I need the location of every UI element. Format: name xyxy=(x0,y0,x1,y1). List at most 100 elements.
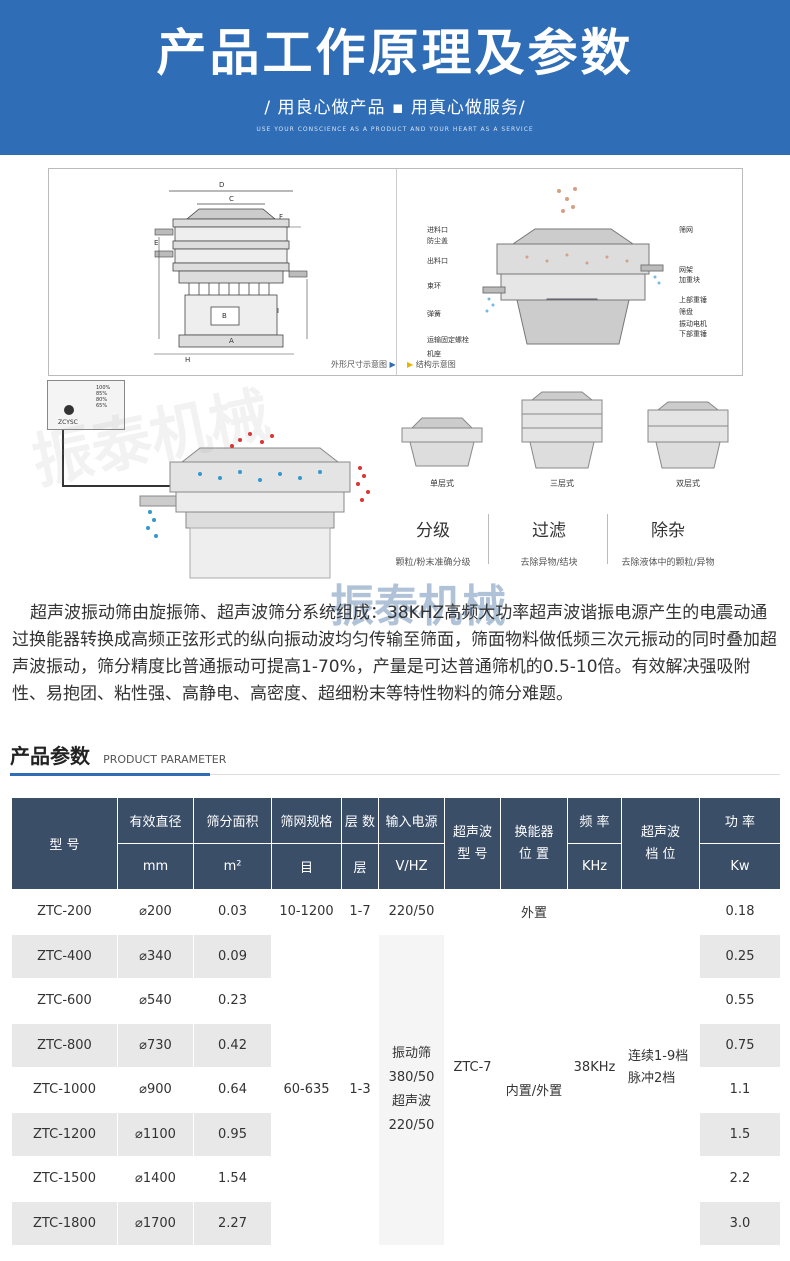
col-gear: 超声波 档 位 xyxy=(621,797,700,890)
label-clamp-ring: 束环 xyxy=(427,282,441,290)
top-banner: 产品工作原理及参数 / 用良心做产品 ▪ 用真心做服务/ USE YOUR CO… xyxy=(0,0,790,155)
cell-diameter: ⌀1700 xyxy=(117,1200,194,1246)
cell-area: 0.23 xyxy=(193,978,272,1024)
cell-power: 2.2 xyxy=(699,1156,781,1202)
cell-model: ZTC-1500 xyxy=(11,1156,118,1202)
cell-area: 0.95 xyxy=(193,1111,272,1157)
cell-gear: 连续1-9档 脉冲2档 xyxy=(621,889,700,1246)
label-dust-cover: 防尘盖 xyxy=(427,237,448,245)
cell-diameter: ⌀200 xyxy=(117,889,194,935)
cell-model: ZTC-800 xyxy=(11,1022,118,1068)
function-impurity: 除杂 去除液体中的颗粒/异物 xyxy=(608,516,728,568)
cell-us-model: ZTC-7 xyxy=(444,889,501,1246)
cell-mesh: 10-1200 xyxy=(271,889,342,935)
divider-1 xyxy=(488,514,489,564)
triple-layer-sieve-image xyxy=(521,391,603,469)
control-box: ZCYSC 100% 85% 80% 65% xyxy=(47,380,125,430)
cell-area: 1.54 xyxy=(193,1156,272,1202)
single-layer-sieve-image xyxy=(401,417,483,467)
dim-a: A xyxy=(229,337,234,345)
col-mesh: 筛网规格 xyxy=(271,797,342,844)
table-row: ZTC-1500 ⌀1400 1.54 2.2 xyxy=(11,1156,781,1202)
cell-transducer: 外置 xyxy=(500,889,568,935)
col-diameter: 有效直径 xyxy=(117,797,194,844)
cell-power: 0.55 xyxy=(699,978,781,1024)
col-power: 功 率 xyxy=(699,797,781,844)
cell-power: 3.0 xyxy=(699,1200,781,1246)
function-filter: 过滤 去除异物/结块 xyxy=(494,516,604,568)
cell-mesh-merged: 60-635 xyxy=(271,933,342,1246)
parameter-subtitle: PRODUCT PARAMETER xyxy=(103,753,227,766)
table-header-row: 型 号 有效直径 筛分面积 筛网规格 层 数 输入电源 超声波 型 号 换能器 … xyxy=(11,797,781,890)
table-row: ZTC-600 ⌀540 0.23 0.55 xyxy=(11,978,781,1024)
label-sieve-tray: 筛盘 xyxy=(679,308,693,316)
indicator-85: 85% xyxy=(96,391,108,397)
cell-area: 0.64 xyxy=(193,1067,272,1113)
col-transducer: 换能器 位 置 xyxy=(500,797,568,890)
variant-double: 双层式 xyxy=(638,394,738,488)
unit-power: Kw xyxy=(699,843,781,890)
table-row: ZTC-1800 ⌀1700 2.27 3.0 xyxy=(11,1200,781,1246)
cell-layers-merged: 1-3 xyxy=(341,933,379,1246)
parameter-section-header: 产品参数 PRODUCT PARAMETER xyxy=(10,740,780,776)
function-grading-title: 分级 xyxy=(416,521,450,541)
dim-d: D xyxy=(219,181,225,189)
power-in-vib-value: 380/50 xyxy=(388,1069,435,1085)
cell-power: 0.25 xyxy=(699,933,781,979)
sieve-outline-drawing xyxy=(154,190,308,355)
variant-triple: 三层式 xyxy=(512,386,612,488)
cell-area: 0.09 xyxy=(193,933,272,979)
dim-c: C xyxy=(229,195,234,203)
cell-power: 1.5 xyxy=(699,1111,781,1157)
cell-diameter: ⌀900 xyxy=(117,1067,194,1113)
unit-power-in: V/HZ xyxy=(378,843,445,890)
power-in-us-label: 超声波 xyxy=(391,1093,431,1109)
cell-diameter: ⌀1400 xyxy=(117,1156,194,1202)
label-screen: 筛网 xyxy=(679,226,693,234)
table-row: ZTC-1200 ⌀1100 0.95 1.5 xyxy=(11,1111,781,1157)
label-base: 机座 xyxy=(427,350,441,358)
cell-diameter: ⌀340 xyxy=(117,933,194,979)
cell-layers: 1-7 xyxy=(341,889,379,935)
unit-freq: KHz xyxy=(567,843,622,890)
double-layer-sieve-image xyxy=(647,401,729,469)
product-description: 超声波振动筛由旋振筛、超声波筛分系统组成：38KHZ高频大功率超声波谐振电源产生… xyxy=(12,603,777,704)
indicator-65: 65% xyxy=(96,403,108,409)
header-divider xyxy=(10,774,780,775)
table-unit-row: mm m² 目 层 V/HZ KHz Kw xyxy=(12,843,781,890)
indicator-100: 100% xyxy=(96,385,111,391)
structure-caption: ▶ 结构示意图 xyxy=(407,360,456,369)
variant-triple-label: 三层式 xyxy=(550,479,574,488)
cell-model: ZTC-200 xyxy=(11,889,118,935)
diagrams-panel: D C F E I B A H 外形尺寸示意图 ▶ xyxy=(48,168,743,376)
cell-power-in-merged: 振动筛 380/50 超声波 220/50 xyxy=(378,933,445,1246)
slogan-english: USE YOUR CONSCIENCE AS A PRODUCT AND YOU… xyxy=(256,126,534,133)
dim-b: B xyxy=(222,312,227,320)
cell-diameter: ⌀730 xyxy=(117,1022,194,1068)
unit-layers: 层 xyxy=(341,843,379,890)
cell-diameter: ⌀1100 xyxy=(117,1111,194,1157)
slogan: / 用良心做产品 ▪ 用真心做服务/ xyxy=(264,98,526,118)
unit-area: m² xyxy=(193,843,272,890)
divider-2 xyxy=(607,514,608,564)
cell-power: 0.75 xyxy=(699,1022,781,1068)
dim-e: E xyxy=(154,239,159,247)
illustration-area: ZCYSC 100% 85% 80% 65% xyxy=(0,376,790,598)
sieve-structure-drawing xyxy=(482,187,664,345)
cell-model: ZTC-1200 xyxy=(11,1111,118,1157)
ultrasonic-sieve-illustration xyxy=(62,430,370,579)
variant-single: 单层式 xyxy=(392,404,492,488)
col-power-in: 输入电源 xyxy=(378,797,445,844)
control-box-label: ZCYSC xyxy=(58,419,78,426)
function-grading-desc: 颗粒/粉末准确分级 xyxy=(395,558,471,568)
label-screen-frame: 网架 xyxy=(679,266,693,274)
cell-model: ZTC-600 xyxy=(11,978,118,1024)
dim-h: H xyxy=(185,356,191,364)
page-title: 产品工作原理及参数 xyxy=(156,24,634,82)
cell-model: ZTC-1000 xyxy=(11,1067,118,1113)
cell-power: 1.1 xyxy=(699,1067,781,1113)
cell-model: ZTC-400 xyxy=(11,933,118,979)
col-layers: 层 数 xyxy=(341,797,379,844)
variant-single-label: 单层式 xyxy=(430,479,454,488)
outline-caption: 外形尺寸示意图 ▶ xyxy=(331,360,396,369)
